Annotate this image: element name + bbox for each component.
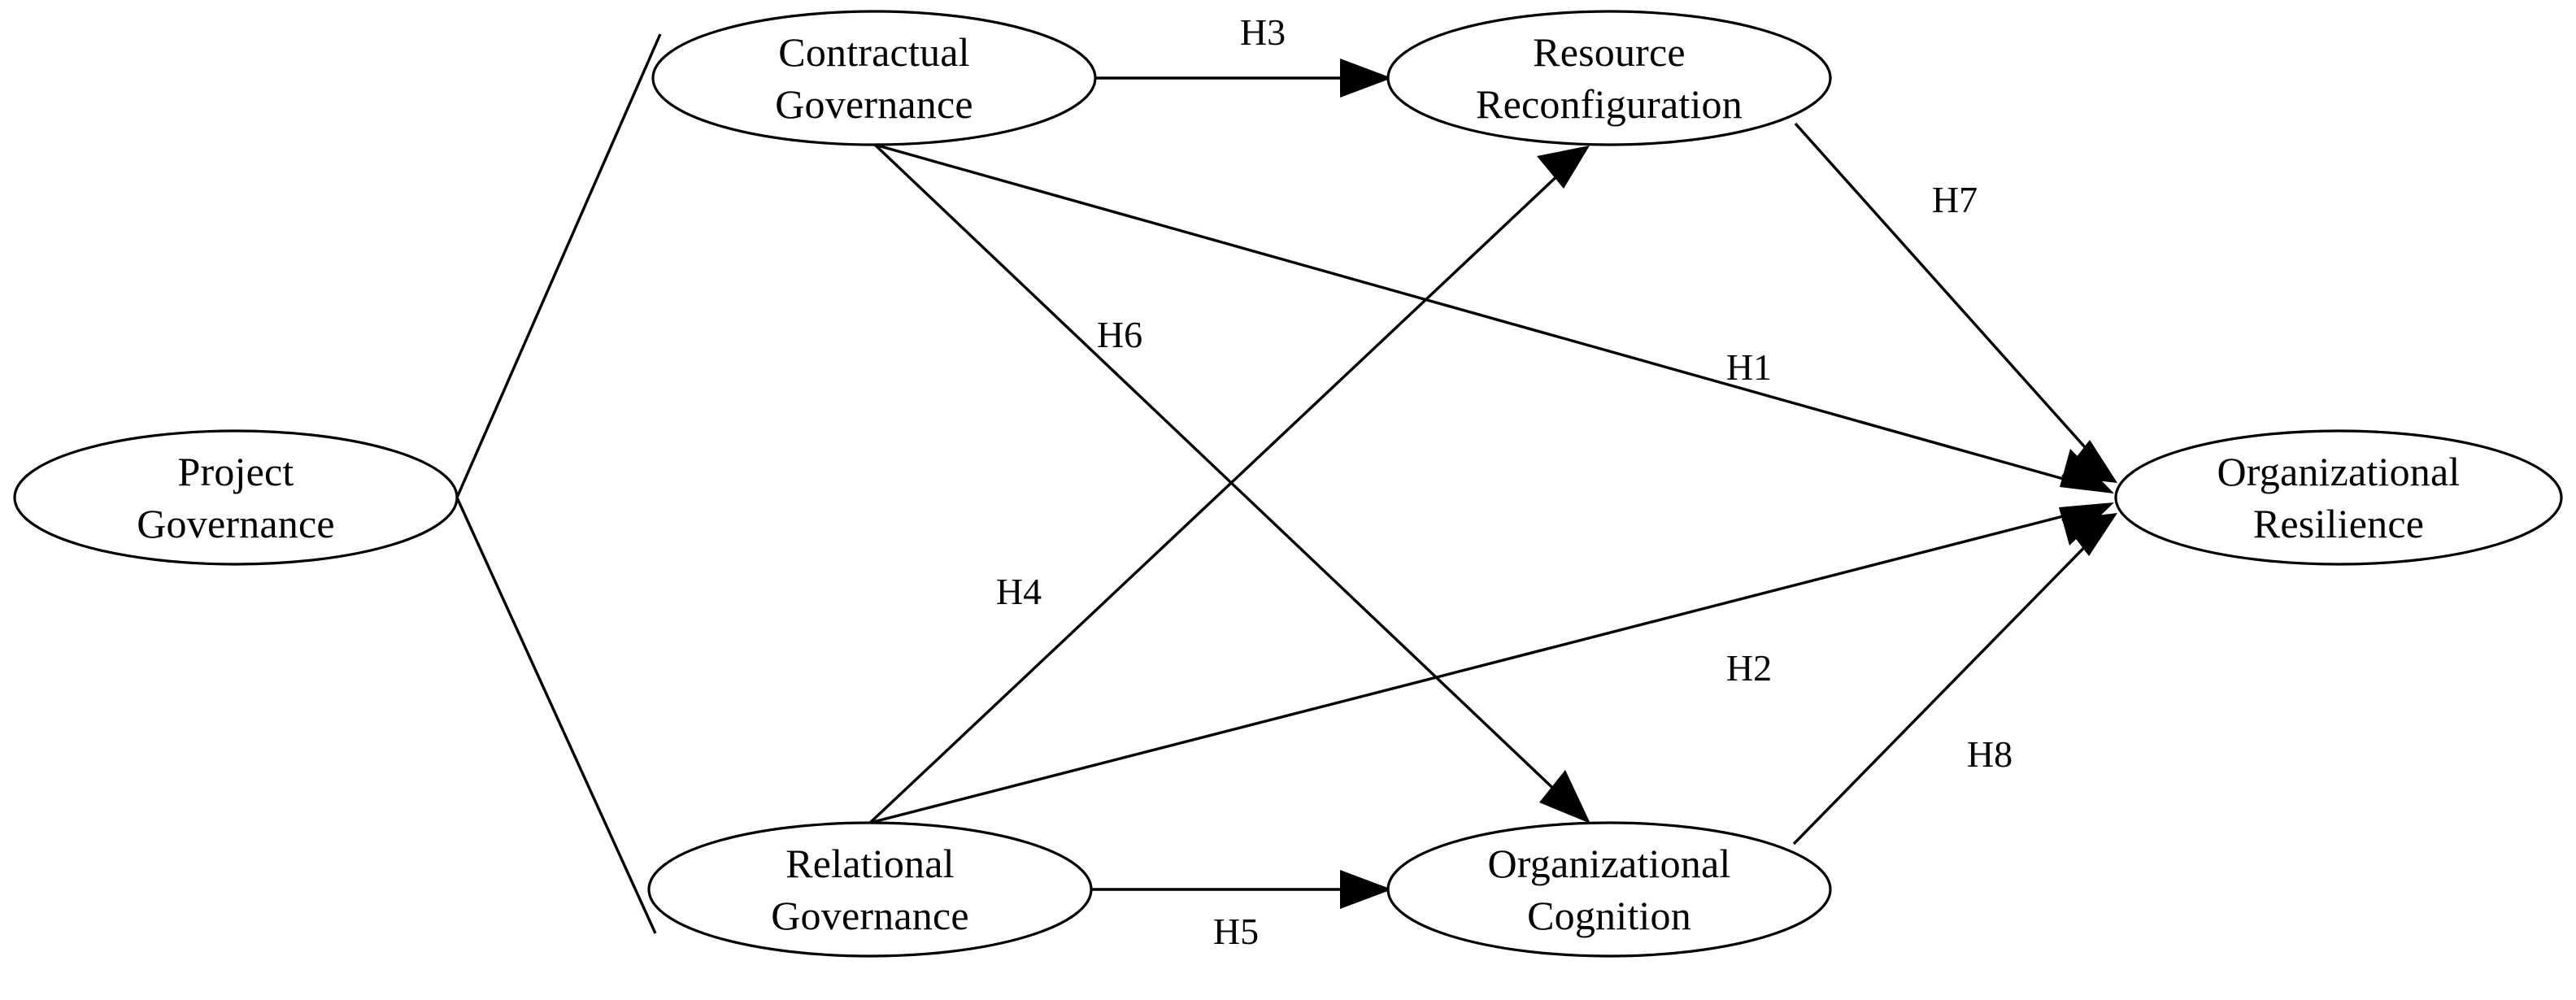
edge-label-h7: H7 — [1931, 179, 1978, 220]
node-resource-reconfiguration[interactable] — [1386, 10, 1832, 146]
node-contractual-governance[interactable] — [651, 10, 1097, 146]
edge-label-h4: H4 — [995, 571, 1042, 612]
edge-h3 — [1095, 59, 1392, 98]
edge-h3-arrowhead — [1340, 59, 1392, 98]
node-project-governance[interactable] — [13, 429, 459, 566]
edge-h8-arrowhead — [2061, 513, 2117, 556]
edge-label-h8: H8 — [1966, 733, 2013, 775]
edge-project-to-relational — [455, 497, 657, 934]
node-organizational-cognition[interactable] — [1386, 821, 1832, 958]
node-organizational-resilience[interactable] — [2114, 429, 2563, 566]
edge-h7-line — [1794, 122, 2107, 472]
node-relational-governance[interactable] — [647, 821, 1093, 958]
edge-project-to-contractual — [455, 33, 662, 498]
edge-h2 — [869, 502, 2114, 824]
edge-h6-line — [873, 143, 1580, 814]
edge-h7 — [1794, 122, 2117, 483]
edge-h5 — [1091, 870, 1392, 909]
edge-h6-arrowhead — [1539, 770, 1590, 824]
edge-h1 — [874, 143, 2114, 493]
edge-label-h5: H5 — [1212, 911, 1260, 952]
edge-h4-arrowhead — [1537, 146, 1590, 189]
edge-h6 — [873, 143, 1590, 824]
edge-h1-line — [874, 143, 2099, 490]
edge-h4 — [868, 146, 1590, 824]
node-layer — [13, 10, 2563, 958]
edge-label-h3: H3 — [1239, 11, 1286, 53]
edge-h7-arrowhead — [2061, 440, 2117, 483]
edge-h8-line — [1792, 524, 2107, 846]
edge-layer — [455, 33, 2117, 934]
edge-h2-line — [869, 506, 2099, 824]
edge-label-h1: H1 — [1725, 346, 1773, 388]
edge-h8 — [1792, 513, 2117, 846]
edge-h4-line — [868, 155, 1579, 824]
edge-label-h6: H6 — [1096, 314, 1143, 355]
edge-h5-arrowhead — [1340, 870, 1392, 909]
edge-label-h2: H2 — [1725, 647, 1773, 689]
